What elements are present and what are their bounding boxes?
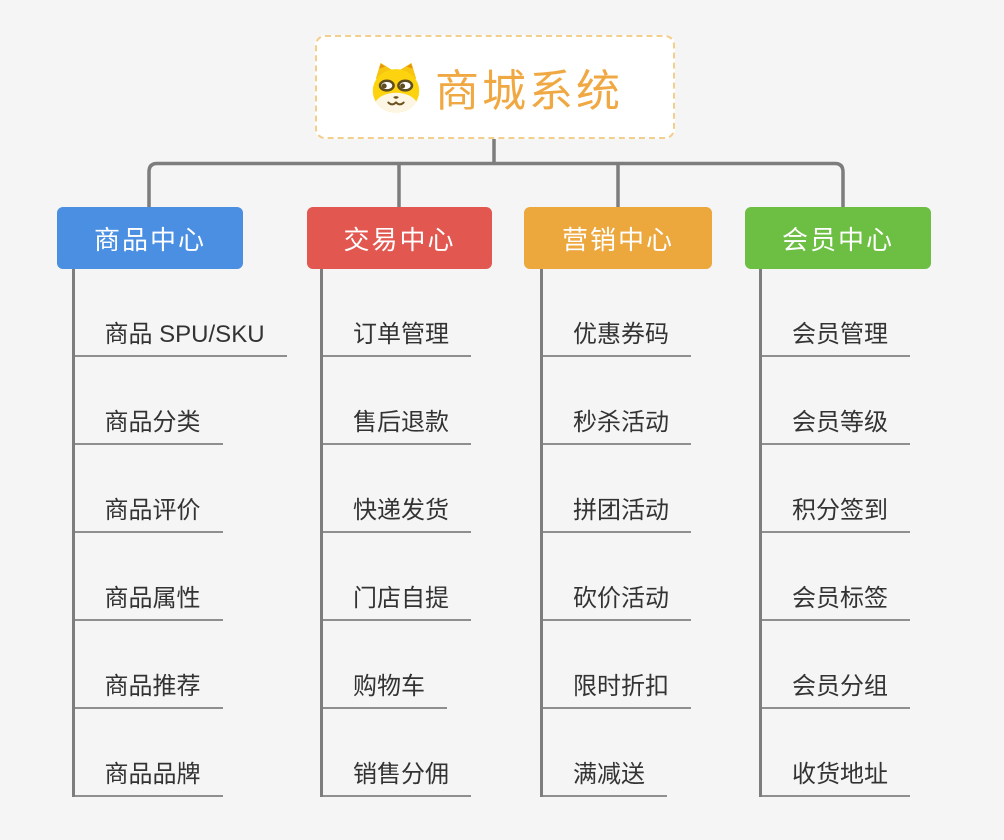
leaf-item[interactable]: 会员分组: [762, 673, 910, 709]
branch-node-marketing-center[interactable]: 营销中心: [524, 207, 712, 269]
leaf-item[interactable]: 商品属性: [74, 585, 223, 621]
leaf-item[interactable]: 商品分类: [74, 409, 223, 445]
leaf-item[interactable]: 收货地址: [762, 761, 910, 797]
leaf-item[interactable]: 拼团活动: [543, 497, 691, 533]
leaf-item[interactable]: 会员管理: [762, 321, 910, 357]
shiba-dog-icon: [372, 62, 420, 113]
leaf-item[interactable]: 商品推荐: [74, 673, 223, 709]
branch-node-member-center[interactable]: 会员中心: [745, 207, 931, 269]
leaf-item[interactable]: 优惠券码: [543, 321, 691, 357]
leaf-column-marketing: 优惠券码 秒杀活动 拼团活动 砍价活动 限时折扣 满减送: [540, 269, 691, 797]
leaf-item[interactable]: 会员标签: [762, 585, 910, 621]
leaf-item[interactable]: 会员等级: [762, 409, 910, 445]
leaf-item[interactable]: 售后退款: [323, 409, 471, 445]
root-title: 商城系统: [435, 67, 623, 116]
leaf-item[interactable]: 商品品牌: [74, 761, 223, 797]
leaf-item[interactable]: 购物车: [323, 673, 447, 709]
leaf-item[interactable]: 满减送: [543, 761, 667, 797]
root-node[interactable]: 商城系统: [315, 35, 675, 139]
leaf-item[interactable]: 商品评价: [74, 497, 223, 533]
branch-node-product-center[interactable]: 商品中心: [57, 207, 243, 269]
leaf-column-product: 商品 SPU/SKU 商品分类 商品评价 商品属性 商品推荐 商品品牌: [71, 269, 287, 797]
leaf-item[interactable]: 限时折扣: [543, 673, 691, 709]
branch-node-trade-center[interactable]: 交易中心: [307, 207, 492, 269]
leaf-column-trade: 订单管理 售后退款 快递发货 门店自提 购物车 销售分佣: [320, 269, 471, 797]
leaf-column-member: 会员管理 会员等级 积分签到 会员标签 会员分组 收货地址: [759, 269, 910, 797]
leaf-item[interactable]: 快递发货: [323, 497, 471, 533]
leaf-item[interactable]: 商品 SPU/SKU: [74, 321, 287, 357]
leaf-item[interactable]: 订单管理: [323, 321, 471, 357]
leaf-item[interactable]: 门店自提: [323, 585, 471, 621]
leaf-item[interactable]: 积分签到: [762, 497, 910, 533]
leaf-item[interactable]: 砍价活动: [543, 585, 691, 621]
leaf-item[interactable]: 销售分佣: [323, 761, 471, 797]
leaf-item[interactable]: 秒杀活动: [543, 409, 691, 445]
